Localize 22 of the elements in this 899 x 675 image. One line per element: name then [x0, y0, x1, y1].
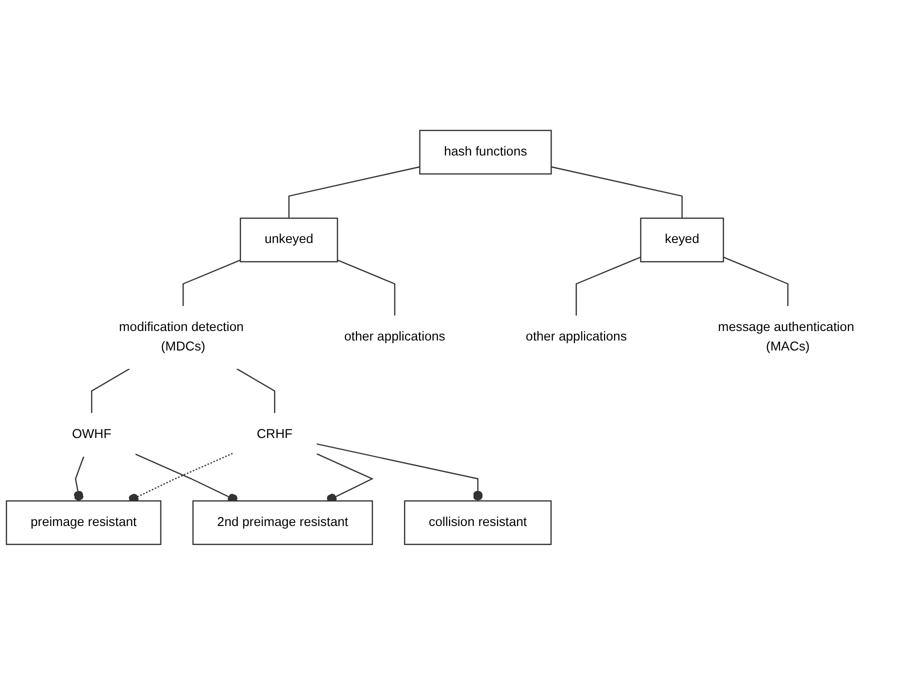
connector [337, 260, 396, 316]
node-text: modification detection (MDCs) [119, 320, 244, 354]
node-text: other applications [344, 330, 446, 344]
connector [74, 456, 84, 502]
node-box: 2nd preimage resistant [192, 500, 373, 546]
node-box: keyed [640, 218, 724, 262]
connector [576, 256, 641, 316]
node-box: hash functions [419, 130, 552, 175]
connector [723, 256, 788, 306]
connector [182, 260, 241, 306]
node-text: other applications [526, 330, 627, 344]
connector [91, 368, 130, 414]
connector [288, 166, 420, 218]
node-text: CRHF [256, 428, 293, 442]
node-box: unkeyed [240, 218, 338, 262]
node-box: collision resistant [404, 500, 552, 546]
connector [316, 443, 483, 501]
connector [551, 166, 683, 218]
node-text: message authentication (MACs) [718, 320, 854, 354]
node-box: preimage resistant [6, 500, 162, 546]
connector [236, 368, 276, 414]
node-text: OWHF [72, 428, 112, 442]
